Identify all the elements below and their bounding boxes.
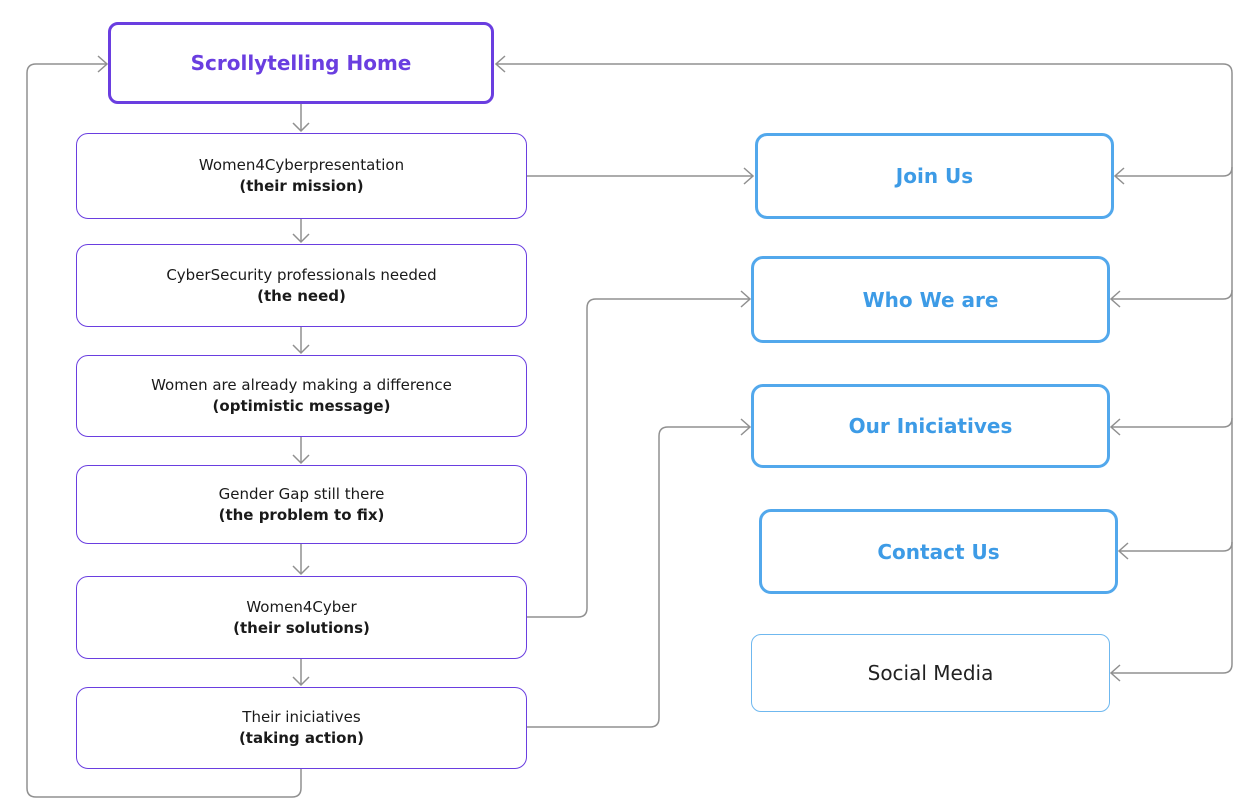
- connector-step6-to-our-iniciatives: [527, 426, 750, 728]
- who-we-are-node[interactable]: Who We are: [751, 256, 1110, 343]
- step-node-need[interactable]: CyberSecurity professionals needed (the …: [76, 244, 527, 327]
- step-node-solutions[interactable]: Women4Cyber (their solutions): [76, 576, 527, 659]
- join-us-node[interactable]: Join Us: [755, 133, 1114, 219]
- contact-us-node[interactable]: Contact Us: [759, 509, 1118, 594]
- scrollytelling-home-label: Scrollytelling Home: [190, 51, 412, 75]
- step-title: Gender Gap still there: [218, 484, 385, 503]
- step-subtitle: (their mission): [239, 177, 364, 195]
- connector-pages-back-to-home: [496, 63, 1233, 664]
- connector-to-who-we-are: [1111, 289, 1233, 300]
- connector-loop-back-to-home: [26, 63, 302, 798]
- join-us-label: Join Us: [895, 164, 974, 188]
- step-title: Women are already making a difference: [151, 376, 452, 394]
- scrollytelling-home-node[interactable]: Scrollytelling Home: [108, 22, 494, 104]
- our-iniciatives-node[interactable]: Our Iniciatives: [751, 384, 1110, 468]
- connector-to-join-us: [1115, 166, 1233, 177]
- sequence-arrows: [292, 104, 310, 687]
- connector-to-our-iniciatives: [1111, 417, 1233, 428]
- step-title: Women4Cyber: [246, 597, 357, 616]
- step-node-mission[interactable]: Women4Cyberpresentation (their mission): [76, 133, 527, 219]
- step-subtitle: (taking action): [238, 729, 365, 747]
- step-node-problem[interactable]: Gender Gap still there (the problem to f…: [76, 465, 527, 544]
- step-subtitle: (the need): [257, 286, 346, 305]
- our-iniciatives-label: Our Iniciatives: [848, 414, 1013, 438]
- step-title: CyberSecurity professionals needed: [166, 265, 437, 284]
- connector-to-social-media: [1111, 663, 1233, 674]
- step-subtitle: (optimistic message): [212, 397, 391, 415]
- step-subtitle: (their solutions): [233, 618, 370, 637]
- step-node-optimistic[interactable]: Women are already making a difference (o…: [76, 355, 527, 437]
- who-we-are-label: Who We are: [862, 287, 999, 312]
- social-media-node[interactable]: Social Media: [751, 634, 1110, 712]
- step-title: Their iniciatives: [242, 708, 361, 726]
- step-node-action[interactable]: Their iniciatives (taking action): [76, 687, 527, 769]
- social-media-label: Social Media: [867, 661, 994, 685]
- step-title: Women4Cyberpresentation: [198, 156, 405, 174]
- connector-step5-to-who-we-are: [527, 298, 750, 618]
- step-subtitle: (the problem to fix): [218, 505, 385, 524]
- contact-us-label: Contact Us: [877, 539, 1000, 564]
- connector-to-contact-us: [1119, 541, 1233, 552]
